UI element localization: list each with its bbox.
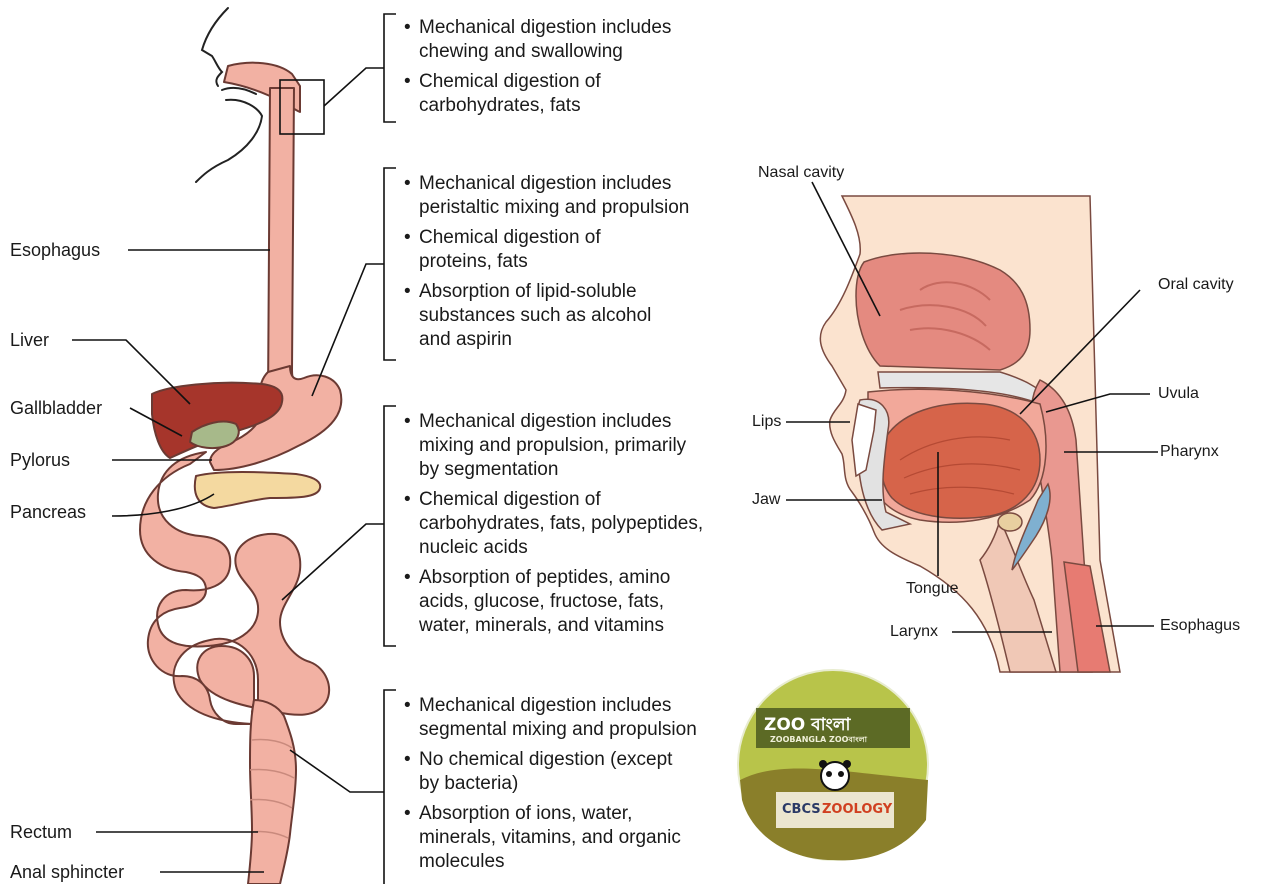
- bullet-item: Absorption of ions, water, minerals, vit…: [402, 802, 697, 874]
- label-pylorus: Pylorus: [10, 450, 70, 470]
- label-larynx: Larynx: [890, 623, 938, 641]
- group-stomach: Mechanical digestion includes peristalti…: [402, 172, 689, 358]
- bullet-item: Chemical digestion of proteins, fats: [402, 226, 689, 274]
- large-intestine-shape: [248, 700, 296, 884]
- label-esophagus-head: Esophagus: [1160, 617, 1240, 635]
- hyoid-bone: [998, 513, 1022, 531]
- label-uvula: Uvula: [1158, 385, 1199, 403]
- label-esophagus: Esophagus: [10, 240, 100, 260]
- label-lips: Lips: [752, 413, 781, 431]
- esophagus-tube: [268, 88, 300, 400]
- label-tongue: Tongue: [906, 580, 959, 598]
- label-anal-sphincter: Anal sphincter: [10, 862, 124, 882]
- logo-sub: ZOOBANGLA ZOOবাংলা: [770, 734, 867, 747]
- pancreas-shape: [195, 472, 320, 508]
- group-small-intestine: Mechanical digestion includes mixing and…: [402, 410, 703, 644]
- label-pharynx: Pharynx: [1160, 443, 1219, 461]
- bullet-item: Absorption of lipid-soluble substances s…: [402, 280, 689, 352]
- face-outline: [196, 8, 262, 182]
- bullet-item: Mechanical digestion includes segmental …: [402, 694, 697, 742]
- label-nasal-cavity: Nasal cavity: [758, 164, 844, 182]
- logo-cbcs: CBCS: [782, 802, 821, 817]
- bullet-item: Mechanical digestion includes chewing an…: [402, 16, 671, 64]
- label-liver: Liver: [10, 330, 49, 350]
- head-section: [820, 196, 1120, 672]
- group-mouth: Mechanical digestion includes chewing an…: [402, 16, 671, 124]
- label-oral-cavity: Oral cavity: [1158, 276, 1234, 294]
- label-jaw: Jaw: [752, 491, 780, 509]
- tongue-shape: [881, 403, 1040, 518]
- bullet-item: Chemical digestion of carbohydrates, fat…: [402, 488, 703, 560]
- bullet-item: Mechanical digestion includes mixing and…: [402, 410, 703, 482]
- label-rectum: Rectum: [10, 822, 72, 842]
- bullet-item: No chemical digestion (except by bacteri…: [402, 748, 697, 796]
- logo-zoology: ZOOLOGY: [822, 802, 892, 817]
- bullet-item: Mechanical digestion includes peristalti…: [402, 172, 689, 220]
- group-brackets: [282, 14, 396, 884]
- label-gallbladder: Gallbladder: [10, 398, 102, 418]
- digestive-tract: [140, 63, 341, 884]
- bullet-item: Chemical digestion of carbohydrates, fat…: [402, 70, 671, 118]
- label-pancreas: Pancreas: [10, 502, 86, 522]
- zoobangla-logo: [738, 670, 928, 860]
- bullet-item: Absorption of peptides, amino acids, glu…: [402, 566, 703, 638]
- group-large-intestine: Mechanical digestion includes segmental …: [402, 694, 697, 880]
